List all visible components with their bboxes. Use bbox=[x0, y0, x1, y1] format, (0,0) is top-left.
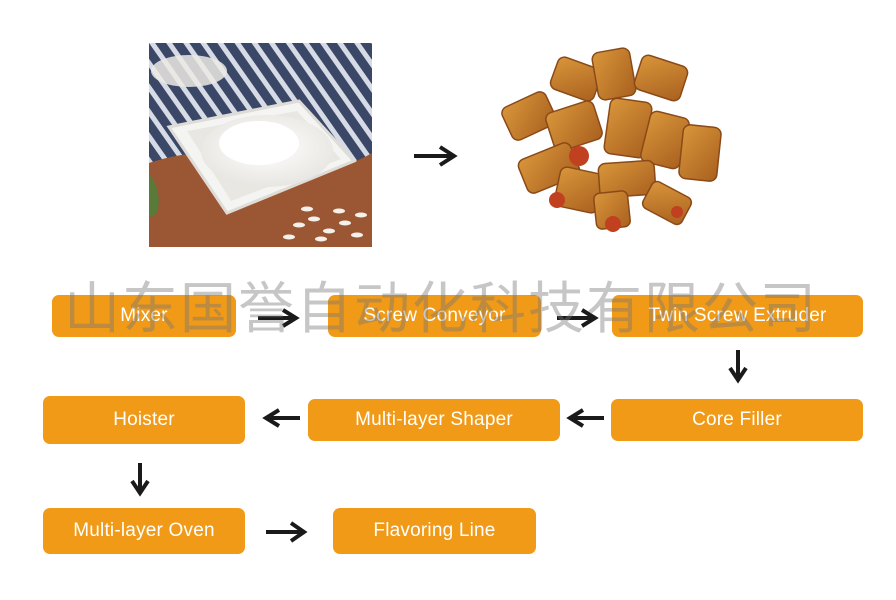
right-arrow-icon bbox=[264, 520, 310, 544]
step-multi-layer-oven: Multi-layer Oven bbox=[43, 508, 245, 554]
right-arrow-icon bbox=[412, 144, 460, 168]
step-screw-conveyor: Screw Conveyor bbox=[328, 295, 541, 337]
down-arrow-icon bbox=[727, 348, 749, 384]
step-flavoring-line: Flavoring Line bbox=[333, 508, 536, 554]
step-label: Hoister bbox=[113, 409, 175, 430]
step-label: Screw Conveyor bbox=[363, 305, 506, 326]
step-label: Twin Screw Extruder bbox=[648, 305, 827, 326]
step-label: Flavoring Line bbox=[373, 520, 496, 541]
left-arrow-icon bbox=[262, 407, 302, 429]
step-label: Multi-layer Shaper bbox=[355, 409, 513, 430]
snack-product-image bbox=[495, 40, 730, 235]
step-mixer: Mixer bbox=[52, 295, 236, 337]
down-arrow-icon bbox=[129, 461, 151, 497]
step-label: Multi-layer Oven bbox=[73, 520, 215, 541]
step-label: Core Filler bbox=[692, 409, 782, 430]
step-core-filler: Core Filler bbox=[611, 399, 863, 441]
step-label: Mixer bbox=[120, 305, 168, 326]
right-arrow-icon bbox=[555, 307, 601, 329]
left-arrow-icon bbox=[566, 407, 606, 429]
rice-flour-image bbox=[149, 43, 372, 247]
right-arrow-icon bbox=[256, 307, 302, 329]
step-multi-layer-shaper: Multi-layer Shaper bbox=[308, 399, 560, 441]
step-hoister: Hoister bbox=[43, 396, 245, 444]
step-twin-screw-extruder: Twin Screw Extruder bbox=[612, 295, 863, 337]
